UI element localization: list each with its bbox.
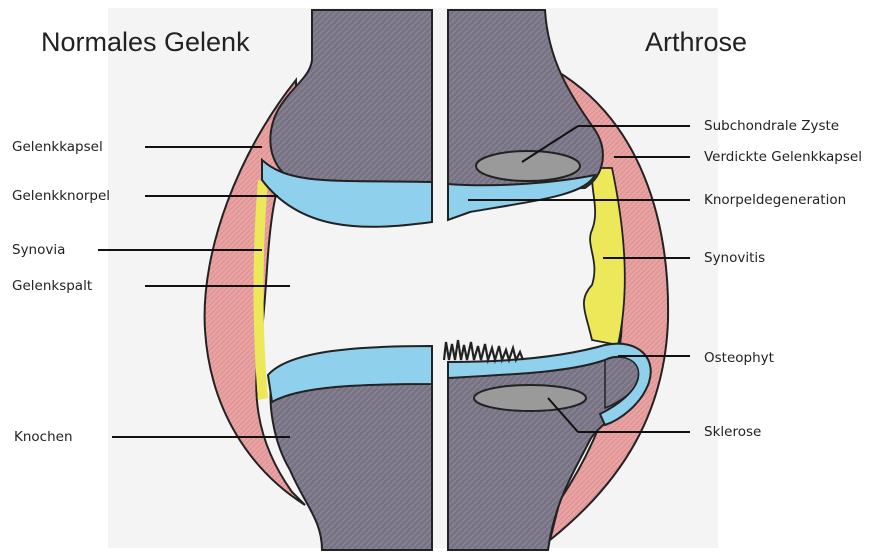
label-osteophyt: Osteophyt [704, 350, 774, 366]
label-gelenkspalt: Gelenkspalt [12, 278, 92, 294]
label-gelenkknorpel: Gelenkknorpel [12, 188, 110, 204]
right-cyst [476, 151, 580, 181]
label-knorpeldegeneration: Knorpeldegeneration [704, 192, 846, 208]
label-knochen: Knochen [14, 429, 73, 445]
right-sclerosis [474, 385, 586, 411]
heading-arthrosis: Arthrose [645, 27, 747, 58]
label-gelenkkapsel: Gelenkkapsel [12, 139, 103, 155]
label-synovia: Synovia [12, 242, 65, 258]
label-verdickte-gelenkkapsel: Verdickte Gelenkkapsel [704, 149, 862, 165]
label-sklerose: Sklerose [704, 424, 761, 440]
label-synovitis: Synovitis [704, 250, 765, 266]
label-subchondrale-zyste: Subchondrale Zyste [704, 118, 839, 134]
heading-normal-joint: Normales Gelenk [41, 27, 250, 58]
